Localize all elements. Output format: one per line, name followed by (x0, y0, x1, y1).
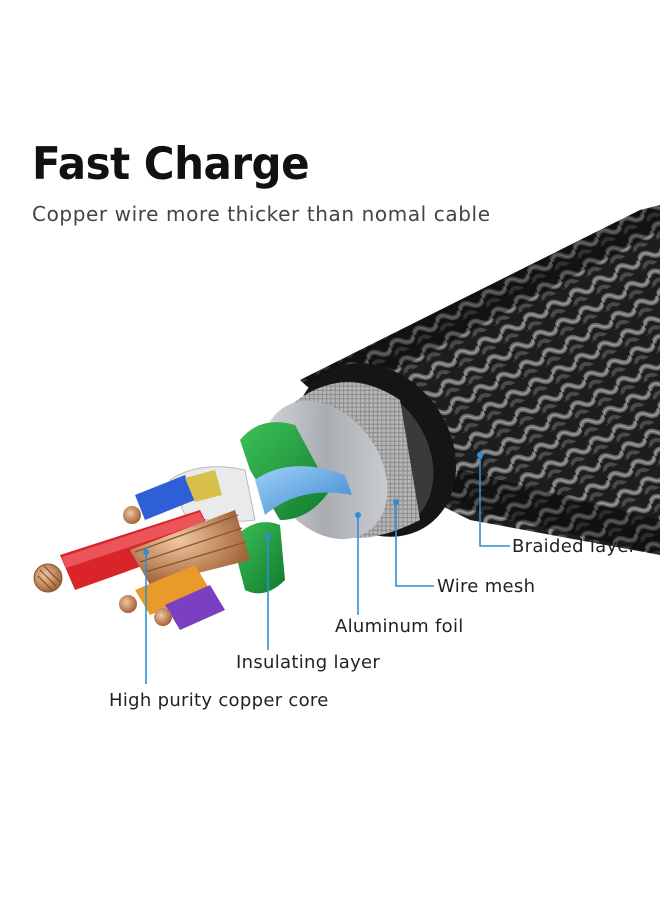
leader-dots (143, 452, 483, 555)
purple-insulating-wire (154, 585, 225, 630)
blue-insulating-wire (255, 466, 352, 515)
orange-insulating-wire (119, 565, 210, 615)
braided-layer-shape (300, 205, 660, 555)
label-copper-core: High purity copper core (109, 690, 329, 711)
label-aluminum-foil: Aluminum foil (335, 616, 464, 637)
leader-braided (479, 455, 510, 547)
leader-mesh (395, 502, 434, 587)
page-subtitle: Copper wire more thicker than nomal cabl… (32, 202, 491, 226)
copper-core-bundle (130, 510, 250, 585)
page-title: Fast Charge (32, 137, 310, 190)
label-braided-layer: Braided layer (512, 536, 637, 557)
label-wire-mesh: Wire mesh (437, 576, 536, 597)
blue-small-wire (123, 470, 222, 524)
label-insulating-layer: Insulating layer (236, 652, 381, 673)
leader-lines (145, 455, 510, 684)
